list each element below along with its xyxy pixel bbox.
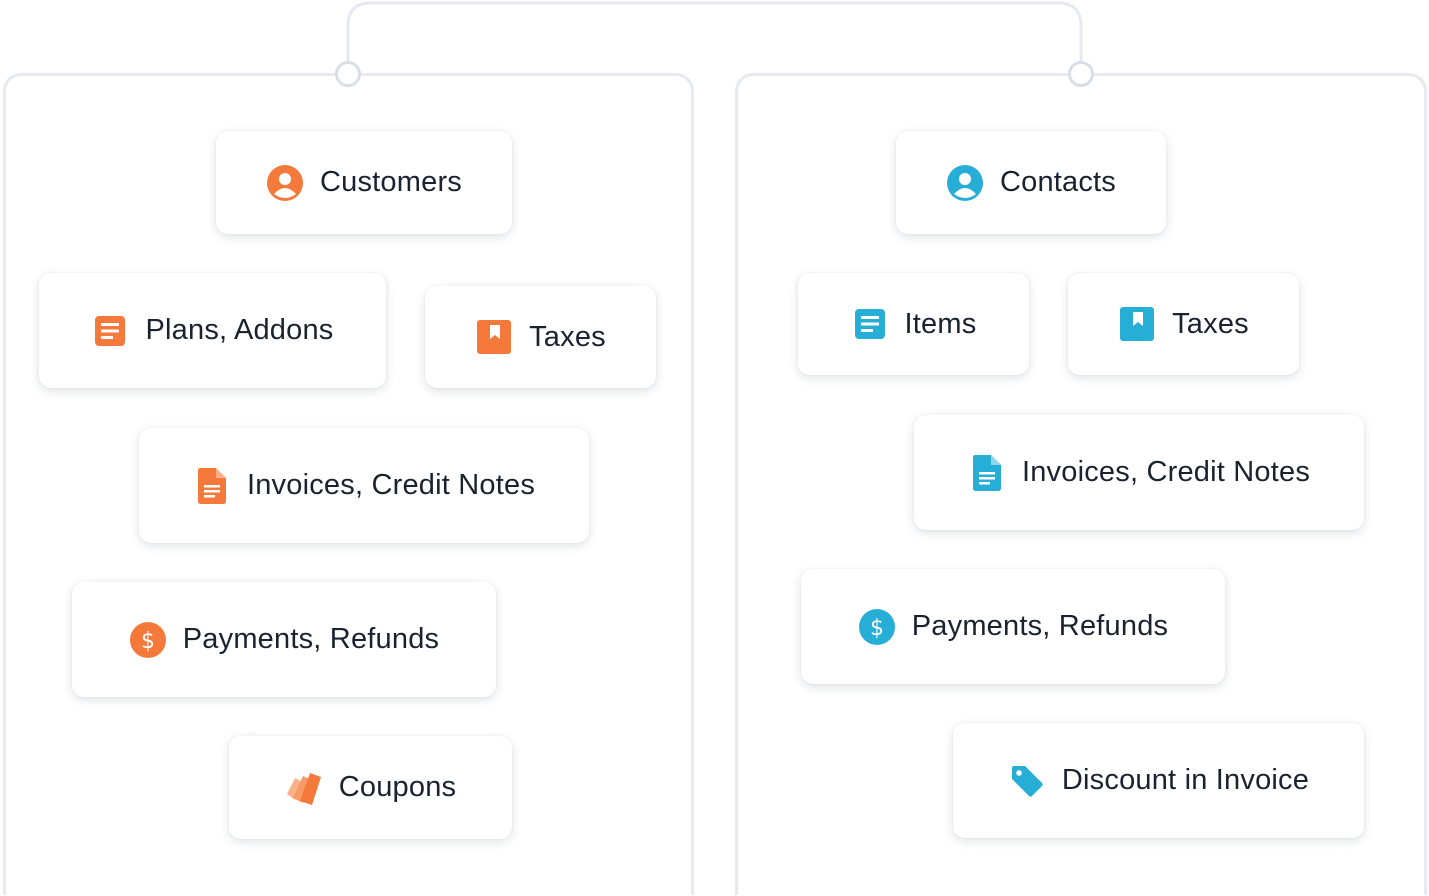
discount-card[interactable]: Discount in Invoice (953, 723, 1364, 838)
left-invoices-label: Invoices, Credit Notes (246, 469, 536, 501)
discount-label: Discount in Invoice (1061, 764, 1310, 796)
coupon-cards-icon (285, 769, 323, 807)
dollar-circle-icon: $ (858, 608, 896, 646)
left-payments-card[interactable]: $ Payments, Refunds (72, 582, 496, 697)
right-payments-card[interactable]: $ Payments, Refunds (801, 569, 1225, 684)
items-card[interactable]: Items (798, 273, 1029, 375)
items-label: Items (904, 307, 977, 340)
tag-icon (1008, 762, 1046, 800)
contacts-card[interactable]: Contacts (896, 131, 1166, 234)
file-icon (193, 467, 231, 505)
right-payments-label: Payments, Refunds (911, 610, 1169, 642)
dollar-circle-icon: $ (129, 621, 167, 659)
right-taxes-label: Taxes (1172, 307, 1249, 340)
list-document-icon (851, 305, 889, 343)
right-taxes-card[interactable]: Taxes (1068, 273, 1299, 375)
bookmark-icon (1118, 305, 1156, 343)
user-circle-icon (946, 164, 984, 202)
coupons-card[interactable]: Coupons (229, 736, 512, 839)
customers-card[interactable]: Customers (216, 131, 512, 234)
svg-text:$: $ (870, 616, 884, 641)
file-icon (968, 454, 1006, 492)
left-payments-label: Payments, Refunds (182, 623, 440, 655)
bookmark-icon (475, 318, 513, 356)
right-invoices-label: Invoices, Credit Notes (1021, 456, 1311, 488)
customers-label: Customers (320, 166, 462, 198)
contacts-label: Contacts (999, 166, 1117, 198)
coupons-label: Coupons (338, 771, 457, 803)
list-document-icon (91, 312, 129, 350)
left-taxes-label: Taxes (529, 320, 606, 353)
left-taxes-card[interactable]: Taxes (425, 286, 656, 388)
user-circle-icon (266, 164, 304, 202)
left-invoices-card[interactable]: Invoices, Credit Notes (139, 428, 589, 543)
left-connector-node (335, 61, 361, 87)
plans-addons-card[interactable]: Plans, Addons (39, 273, 386, 388)
plans-addons-label: Plans, Addons (145, 314, 334, 346)
right-invoices-card[interactable]: Invoices, Credit Notes (914, 415, 1364, 530)
svg-text:$: $ (141, 629, 155, 654)
right-connector-node (1068, 61, 1094, 87)
